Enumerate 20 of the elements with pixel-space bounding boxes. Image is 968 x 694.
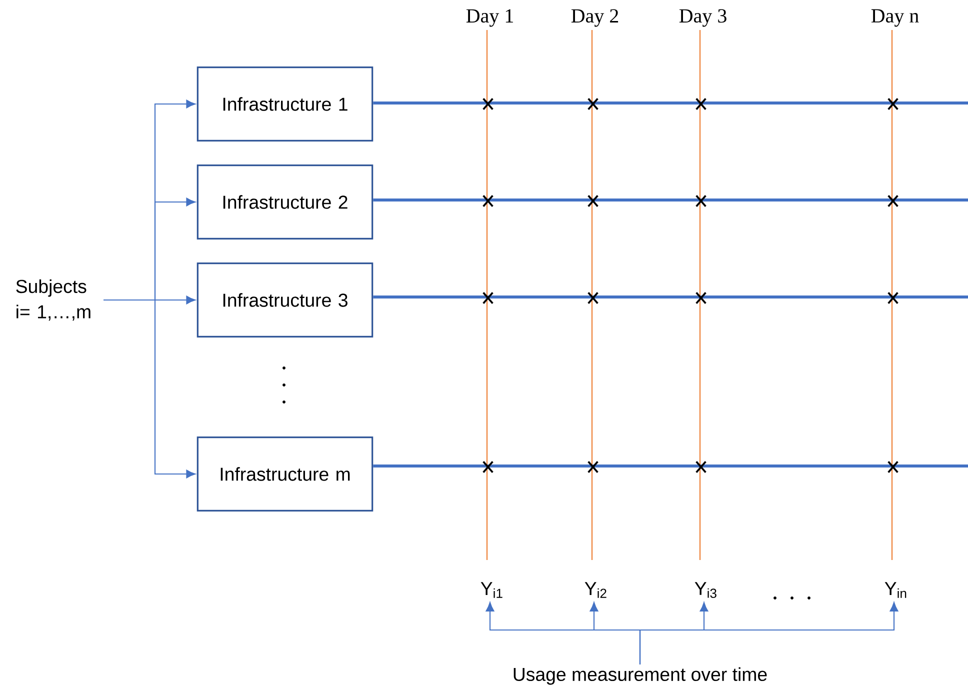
process-box: Infrastructure m: [196, 436, 374, 512]
arrow: [639, 602, 898, 664]
process-box: Infrastructure 2: [196, 164, 374, 240]
timeline: [373, 101, 968, 105]
day-label: Day 3: [679, 9, 726, 27]
day-label: Day n: [871, 9, 919, 27]
timeline: [373, 295, 968, 299]
timeline: [373, 464, 968, 468]
day-label: Day 2: [571, 9, 618, 27]
process-box: Infrastructure 3: [196, 262, 374, 338]
caption-label: Usage measurement over time: [514, 667, 767, 685]
day-label: Day 1: [466, 9, 513, 27]
measurement-label: Y$_{i3}$: [694, 582, 716, 598]
measurement-label: Y$_{in}$: [884, 582, 906, 598]
process-box: Infrastructure 1: [196, 66, 374, 142]
arrow: [104, 299, 196, 478]
measurement-label: Y$_{i1}$: [480, 582, 502, 598]
measurement-label: Y$_{i2}$: [584, 582, 606, 598]
timeline: [373, 198, 968, 202]
subjects-label: Subjects i= 1,…,m: [16, 279, 90, 321]
